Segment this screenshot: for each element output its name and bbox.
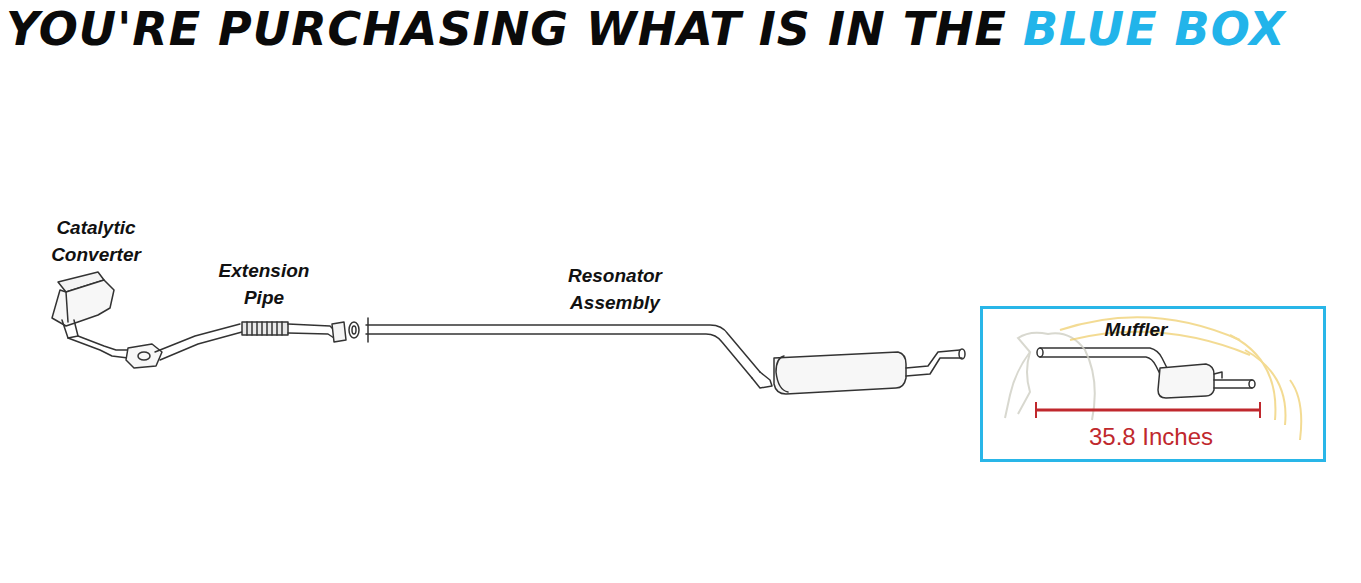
- dimension-label: 35.8 Inches: [1086, 423, 1216, 452]
- part-name: Muffler: [1102, 319, 1171, 342]
- title-highlight: BLUE BOX: [1023, 2, 1286, 56]
- title-row: YOU'RE PURCHASING WHAT IS IN THE BLUE BOX: [6, 2, 1286, 56]
- part-label: Resonator Assembly: [550, 262, 680, 316]
- highlight-box: Muffler 35.8 Inches: [980, 306, 1326, 462]
- page-title: YOU'RE PURCHASING WHAT IS IN THE: [6, 2, 1007, 56]
- part-label: Extension Pipe: [204, 257, 324, 311]
- part-label: Catalytic Converter: [31, 214, 161, 268]
